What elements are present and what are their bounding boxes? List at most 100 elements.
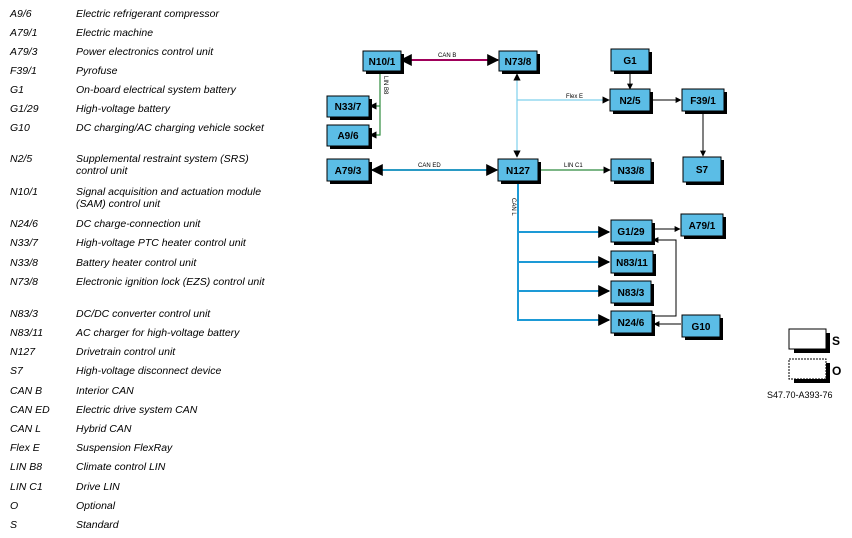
box-g1[interactable]: G1 — [610, 48, 652, 74]
box-g1-29[interactable]: G1/29 — [610, 219, 655, 245]
legend-code: N33/7 — [10, 237, 39, 249]
legend-description: Power electronics control unit — [76, 46, 214, 58]
box-n83-3[interactable]: N83/3 — [610, 280, 654, 306]
legend-code: G10 — [10, 122, 30, 134]
legend-description: High-voltage disconnect device — [76, 365, 222, 377]
legend-description: High-voltage PTC heater control unit — [76, 237, 246, 249]
n24-6-g1-29-wire — [652, 237, 677, 317]
can-l-label: CAN L — [510, 198, 516, 216]
box-n33-7-label: N33/7 — [335, 102, 362, 113]
control-units: N10/1 N73/8 G1 N33/7 A9/6 N2/5 F39/1 S7 … — [326, 48, 727, 340]
legend-code: S — [10, 519, 18, 531]
box-n83-3-label: N83/3 — [618, 288, 645, 299]
lin-b8-label: LIN B8 — [382, 76, 388, 95]
can-l-trunk — [517, 182, 611, 326]
legend-code: N83/11 — [10, 327, 44, 339]
box-n24-6[interactable]: N24/6 — [610, 310, 655, 336]
legend-code: N10/1 — [10, 186, 39, 198]
legend-code: CAN ED — [10, 404, 50, 416]
legend-description: Interior CAN — [76, 385, 134, 397]
legend-description: Signal acquisition and actuation module … — [76, 186, 262, 210]
box-n73-8-label: N73/8 — [505, 57, 532, 68]
can-b-label: CAN B — [438, 53, 456, 59]
box-f39-1-label: F39/1 — [690, 96, 716, 107]
legend-description: AC charger for high-voltage battery — [76, 327, 240, 339]
legend-description: On-board electrical system battery — [76, 84, 236, 96]
box-n33-8[interactable]: N33/8 — [610, 158, 654, 184]
can-ed-label: CAN ED — [418, 163, 441, 169]
legend-code: A79/3 — [10, 46, 38, 58]
box-s7-label: S7 — [696, 165, 709, 176]
box-g10[interactable]: G10 — [681, 314, 723, 340]
box-n10-1-label: N10/1 — [369, 57, 396, 68]
legend-code: LIN C1 — [10, 481, 43, 493]
legend-description: Suspension FlexRay — [76, 442, 173, 454]
legend-description: Supplemental restraint system (SRS) cont… — [76, 153, 249, 177]
legend-code: CAN B — [10, 385, 43, 397]
legend-code: LIN B8 — [10, 461, 43, 473]
box-g1-29-label: G1/29 — [617, 227, 645, 238]
legend-code: Flex E — [10, 442, 40, 454]
box-n33-7[interactable]: N33/7 — [326, 95, 372, 120]
legend-code: F39/1 — [10, 65, 37, 77]
legend-code: N2/5 — [10, 153, 33, 165]
legend-description: Hybrid CAN — [76, 423, 132, 435]
box-n2-5-label: N2/5 — [619, 96, 641, 107]
legend-description: Electric drive system CAN — [76, 404, 198, 416]
legend-code: CAN L — [10, 423, 41, 435]
box-n127-label: N127 — [506, 166, 530, 177]
flex-e-label: Flex E — [566, 94, 583, 100]
box-n127[interactable]: N127 — [497, 158, 541, 184]
legend-code: G1 — [10, 84, 25, 96]
box-n2-5[interactable]: N2/5 — [609, 88, 653, 114]
box-a9-6[interactable]: A9/6 — [326, 124, 372, 149]
legend-code: N24/6 — [10, 218, 39, 230]
box-s7[interactable]: S7 — [682, 156, 724, 185]
line-key: S O — [788, 328, 841, 383]
legend-description: Climate control LIN — [76, 461, 166, 473]
box-n24-6-label: N24/6 — [618, 318, 645, 329]
legend-code: A79/1 — [10, 27, 38, 39]
box-n33-8-label: N33/8 — [618, 166, 645, 177]
legend-code: N127 — [10, 346, 36, 358]
box-n73-8[interactable]: N73/8 — [498, 50, 540, 74]
legend-description: High-voltage battery — [76, 103, 170, 115]
bus-labels: CAN B LIN B8 Flex E CAN ED LIN C1 CAN L — [382, 53, 583, 216]
legend-description: Electronic ignition lock (EZS) control u… — [76, 276, 265, 288]
box-g10-label: G10 — [692, 322, 711, 333]
box-a79-1[interactable]: A79/1 — [680, 213, 726, 239]
lin-b8-line — [369, 71, 381, 139]
box-a79-1-label: A79/1 — [689, 221, 716, 232]
legend-code: N83/3 — [10, 308, 39, 320]
figure-reference: S47.70-A393-76 — [767, 390, 833, 400]
connections — [369, 54, 706, 327]
legend-code: A9/6 — [10, 8, 32, 20]
box-n10-1[interactable]: N10/1 — [362, 50, 404, 74]
legend-description: Battery heater control unit — [76, 257, 197, 269]
box-n83-11[interactable]: N83/11 — [610, 250, 656, 276]
legend-description: Pyrofuse — [76, 65, 118, 77]
box-a79-3-label: A79/3 — [335, 166, 362, 177]
lin-c1-label: LIN C1 — [564, 163, 583, 169]
optional-key-label: O — [832, 364, 841, 378]
legend-code: N33/8 — [10, 257, 39, 269]
standard-key-box-face — [788, 328, 827, 350]
legend-description: DC charge-connection unit — [76, 218, 201, 230]
box-f39-1[interactable]: F39/1 — [681, 88, 727, 114]
box-g1-label: G1 — [623, 56, 637, 67]
legend-code: G1/29 — [10, 103, 39, 115]
box-a9-6-label: A9/6 — [337, 131, 359, 142]
legend-description: Optional — [76, 500, 116, 512]
box-n83-11-label: N83/11 — [616, 258, 648, 269]
legend-code: O — [10, 500, 19, 512]
legend-description: Standard — [76, 519, 119, 531]
box-a79-3[interactable]: A79/3 — [326, 158, 372, 184]
legend-description: DC/DC converter control unit — [76, 308, 211, 320]
legend-code: S7 — [10, 365, 23, 377]
optional-key-box-face — [788, 358, 827, 380]
legend-description: DC charging/AC charging vehicle socket — [76, 122, 264, 134]
legend-description: Electric machine — [76, 27, 154, 39]
legend-description: Drivetrain control unit — [76, 346, 176, 358]
